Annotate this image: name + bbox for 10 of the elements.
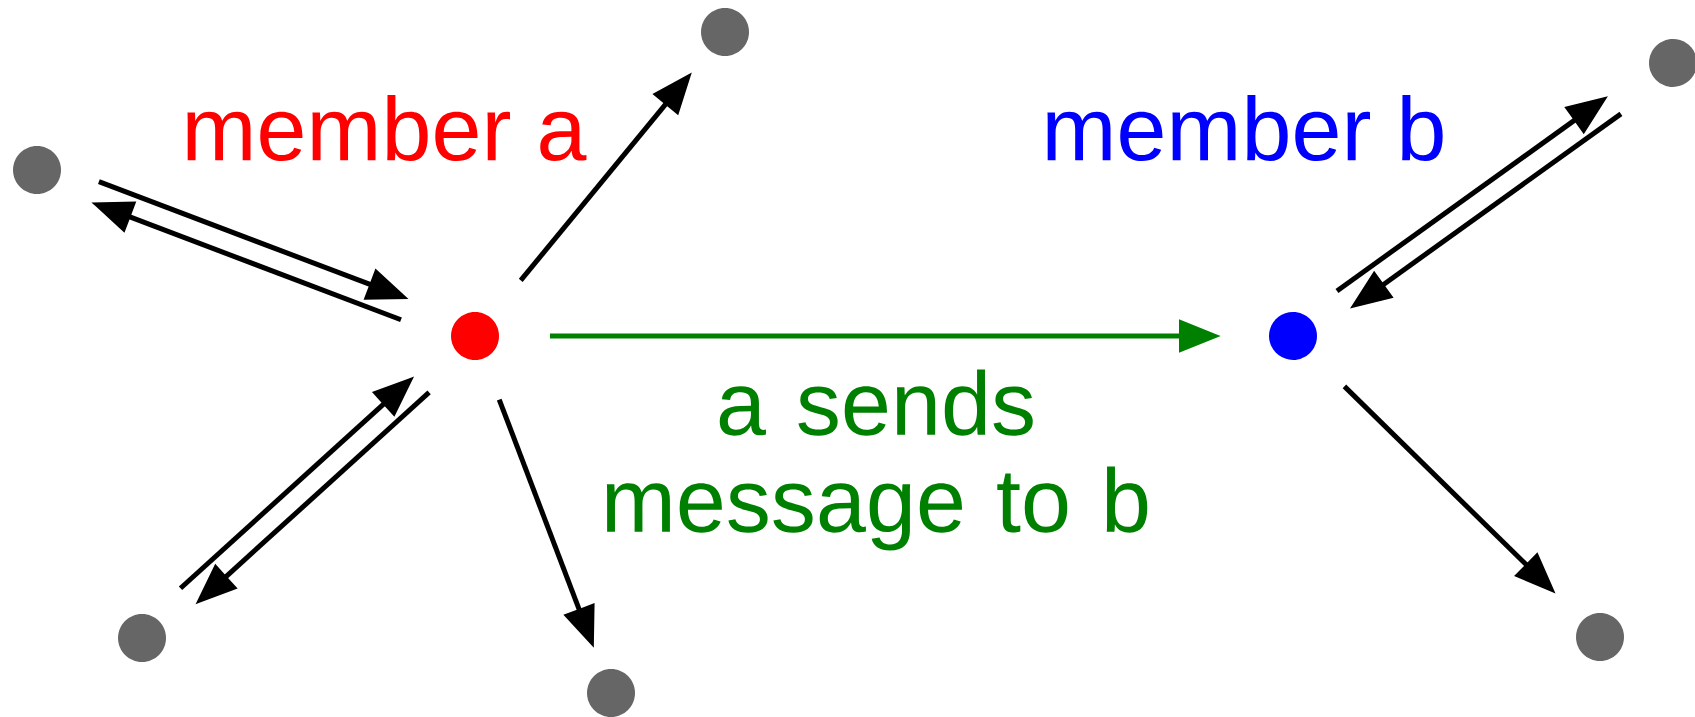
dot xyxy=(701,8,749,56)
edge-label: a sends message to b xyxy=(606,369,1148,551)
dot xyxy=(451,312,499,360)
dot xyxy=(118,614,166,662)
dot xyxy=(587,669,635,717)
dot xyxy=(1269,312,1317,360)
node-label: member a xyxy=(187,94,587,162)
dot xyxy=(1576,613,1624,661)
node-label: member b xyxy=(1047,94,1443,162)
dot xyxy=(13,146,61,194)
